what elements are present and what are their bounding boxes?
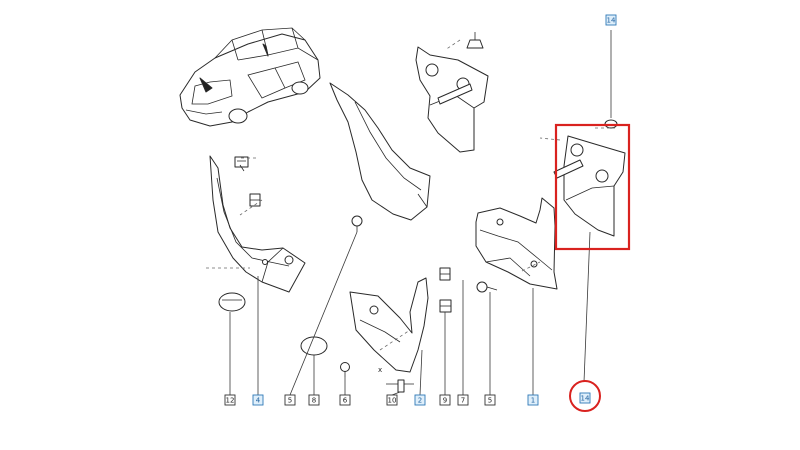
callout-6: 6 <box>339 394 351 406</box>
mudflap-part-4 <box>209 155 306 293</box>
callout-label: 6 <box>343 397 348 405</box>
mudflap-part-1 <box>475 197 558 290</box>
callout-9: 9 <box>439 394 451 406</box>
callout-label: 12 <box>226 397 235 405</box>
plug-cap-8 <box>300 336 328 356</box>
callout-label: 14 <box>581 395 590 403</box>
callout-1: 1 <box>527 394 539 406</box>
callout-8: 8 <box>308 394 320 406</box>
screw-10: x <box>378 366 414 393</box>
callout-label: 5 <box>488 397 492 405</box>
callout-label: 9 <box>443 397 447 405</box>
callout-5: 5 <box>484 394 496 406</box>
plug-cap-12 <box>218 292 246 312</box>
callout-label: 1 <box>531 397 535 405</box>
callout-box <box>308 394 320 406</box>
callout-box <box>386 394 398 406</box>
callout-label: 10 <box>388 397 397 405</box>
leader-lines <box>206 30 615 396</box>
callout-box <box>284 394 296 406</box>
callout-box <box>579 392 591 404</box>
callout-12: 12 <box>224 394 236 406</box>
callout-14: 14 <box>579 392 591 404</box>
callout-labels: 12 4 5 8 6 10 2 9 7 5 1 14 14 <box>224 14 617 406</box>
mudflap-part-2 <box>349 277 429 373</box>
callout-label: 5 <box>288 397 292 405</box>
callout-box <box>439 394 451 406</box>
callout-label: 8 <box>312 397 316 405</box>
callout-5: 5 <box>284 394 296 406</box>
callout-box <box>457 394 469 406</box>
callout-4: 4 <box>252 394 264 406</box>
clip-nut-center-lower <box>439 299 452 313</box>
callout-label: 4 <box>256 397 261 405</box>
callout-label: 7 <box>461 397 465 405</box>
callout-box <box>224 394 236 406</box>
callout-box <box>527 394 539 406</box>
callout-2: 2 <box>414 394 426 406</box>
rear-mudflap-upper <box>415 46 489 153</box>
clip-upper-left <box>234 156 249 172</box>
highlight-rectangle <box>554 123 631 251</box>
clip-nut-left <box>249 193 261 207</box>
wheel-arch-liner <box>329 82 431 221</box>
clip-nut-center-upper <box>439 267 451 281</box>
callout-box <box>414 394 426 406</box>
mudflap-part-14 <box>553 135 626 237</box>
quantity-mark: x <box>378 366 382 374</box>
highlight-circle <box>569 380 601 412</box>
screw-center <box>351 215 363 232</box>
callout-box <box>339 394 351 406</box>
car-illustration <box>179 27 321 127</box>
callout-box <box>252 394 264 406</box>
clip-top-center <box>466 32 484 49</box>
callout-label: 14 <box>607 17 616 25</box>
callout-14: 14 <box>605 14 617 26</box>
callout-10: 10 <box>386 394 398 406</box>
bolt-6 <box>340 362 350 377</box>
screw-right <box>476 281 498 293</box>
callout-7: 7 <box>457 394 469 406</box>
callout-box <box>605 14 617 26</box>
callout-box <box>484 394 496 406</box>
callout-label: 2 <box>418 397 422 405</box>
